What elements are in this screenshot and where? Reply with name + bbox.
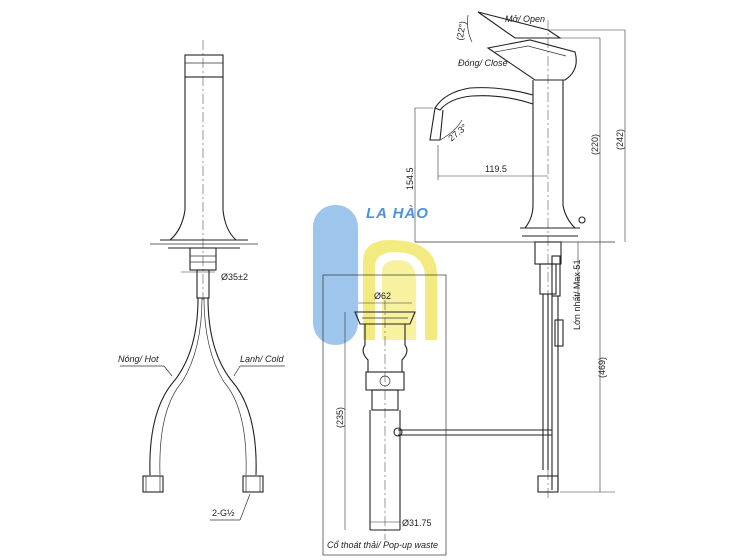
side-view: (22°) Mở/ Open Đóng/ Close 27.3° [393,11,626,500]
front-view: Ø35±2 Nóng/ Hot Lạnh/ Cold 2-G½ [118,40,285,521]
body-height-dim: (220) [590,134,600,155]
spout-angle-dim: 27.3° [446,122,469,143]
watermark-logo: LA HÀO [313,205,437,345]
open-label: Mở/ Open [505,14,545,24]
total-height-dim: (242) [615,129,625,150]
hole-diameter-dim: Ø35±2 [221,272,248,282]
waste-top-dim: Ø62 [374,291,391,301]
popup-waste-label: Cổ thoát thải/ Pop-up waste [327,540,438,550]
popup-waste-view: Ø62 (235) Ø31.75 Cổ thoát thải/ Pop-up w… [322,274,447,556]
bottom-length-dim: (469) [597,357,607,378]
close-label: Đóng/ Close [458,58,508,68]
lever-angle-dim: (22°) [455,20,468,41]
hot-label: Nóng/ Hot [118,354,159,364]
cold-label: Lạnh/ Cold [240,354,285,364]
logo-yellow-arch-inner [382,260,416,340]
logo-text: LA HÀO [366,205,429,222]
spout-height-dim: 154.5 [405,167,415,190]
waste-bottom-dim: Ø31.75 [402,518,432,528]
waste-height-dim: (235) [335,407,345,428]
spout-reach-dim: 119.5 [485,164,507,174]
logo-yellow-arch [363,240,437,340]
max-dim: Lớn nhất/ Max 51 [572,260,582,330]
thread-label: 2-G½ [212,508,235,518]
